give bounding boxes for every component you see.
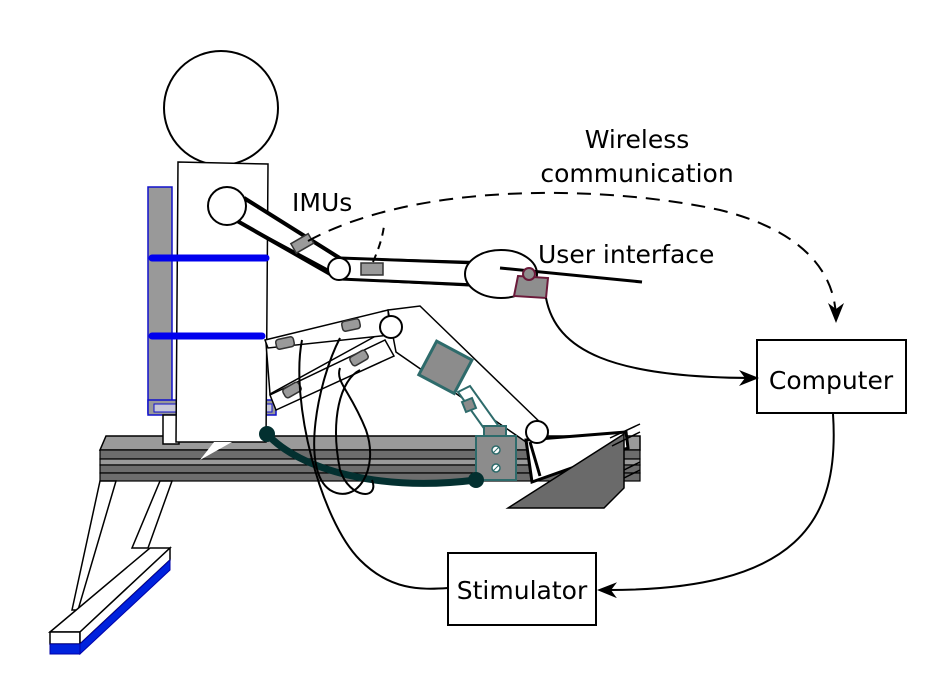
actuator-shaft xyxy=(460,396,478,414)
backrest xyxy=(147,186,173,414)
wireless-label-line2: communication xyxy=(540,159,733,188)
pedal-rail-2 xyxy=(611,431,641,447)
ui-to-computer-arrow xyxy=(545,297,759,386)
torso-gap xyxy=(200,442,232,460)
torso xyxy=(175,161,269,443)
wireless-link-forearm xyxy=(372,225,385,263)
elbow-joint xyxy=(327,257,351,281)
stimulator-box[interactable] xyxy=(447,552,597,626)
actuator-mount xyxy=(475,435,517,481)
computer-to-stimulator-arrow xyxy=(597,413,835,599)
stand xyxy=(47,480,174,656)
arm xyxy=(207,186,643,299)
stimulator-lead-3 xyxy=(335,369,375,495)
user-body xyxy=(163,50,279,460)
stimulator-label: Stimulator xyxy=(457,576,588,605)
imu-sensor-thigh-2 xyxy=(340,318,362,332)
shin xyxy=(387,305,550,443)
head xyxy=(163,50,279,166)
wireless-label-line1: Wireless xyxy=(585,125,690,154)
electrode-right xyxy=(468,472,484,488)
ui-device-button[interactable] xyxy=(522,267,536,281)
user-interface-label: User interface xyxy=(538,240,714,269)
knee-joint xyxy=(379,315,403,339)
computer-label: Computer xyxy=(769,366,894,395)
pedal-plate xyxy=(505,432,625,509)
stand-leg-back xyxy=(130,480,174,549)
electrode-left xyxy=(259,426,275,442)
forearm-top-edge xyxy=(339,256,477,265)
wireless-link-arc xyxy=(307,191,844,323)
forearm-bottom-edge xyxy=(339,277,477,287)
stand-base-front xyxy=(49,631,81,645)
ankle-joint xyxy=(525,420,549,444)
pedal-rail-4 xyxy=(623,469,641,479)
imu-sensor-thigh-1 xyxy=(274,336,296,350)
imus-label: IMUs xyxy=(292,188,352,217)
stand-base-blue-front xyxy=(49,643,81,655)
actuator-motor xyxy=(416,339,475,396)
electrode-cable xyxy=(263,430,480,487)
imu-sensor-forearm xyxy=(360,262,384,276)
actuator-screw-2-slot xyxy=(492,464,500,472)
stimulator-lead-1 xyxy=(298,339,449,590)
foot-sole xyxy=(528,441,542,477)
actuator-clamp-top xyxy=(483,425,507,437)
imu-sensor-thigh-4 xyxy=(349,349,369,367)
pedal-rail-3 xyxy=(623,461,641,471)
upper-arm-top-edge xyxy=(242,196,348,264)
shoulder-joint xyxy=(207,186,247,226)
actuator-screw-1-slot xyxy=(492,446,500,454)
stand-base-blue-side xyxy=(79,558,171,656)
foot-pedal-icon xyxy=(505,423,641,509)
pedal-rail-1 xyxy=(609,423,641,439)
stimulator-lead-2 xyxy=(313,337,372,495)
upper-arm-bottom-edge xyxy=(231,216,333,277)
exoskeleton-actuator-icon xyxy=(416,339,517,481)
foot xyxy=(524,430,630,485)
